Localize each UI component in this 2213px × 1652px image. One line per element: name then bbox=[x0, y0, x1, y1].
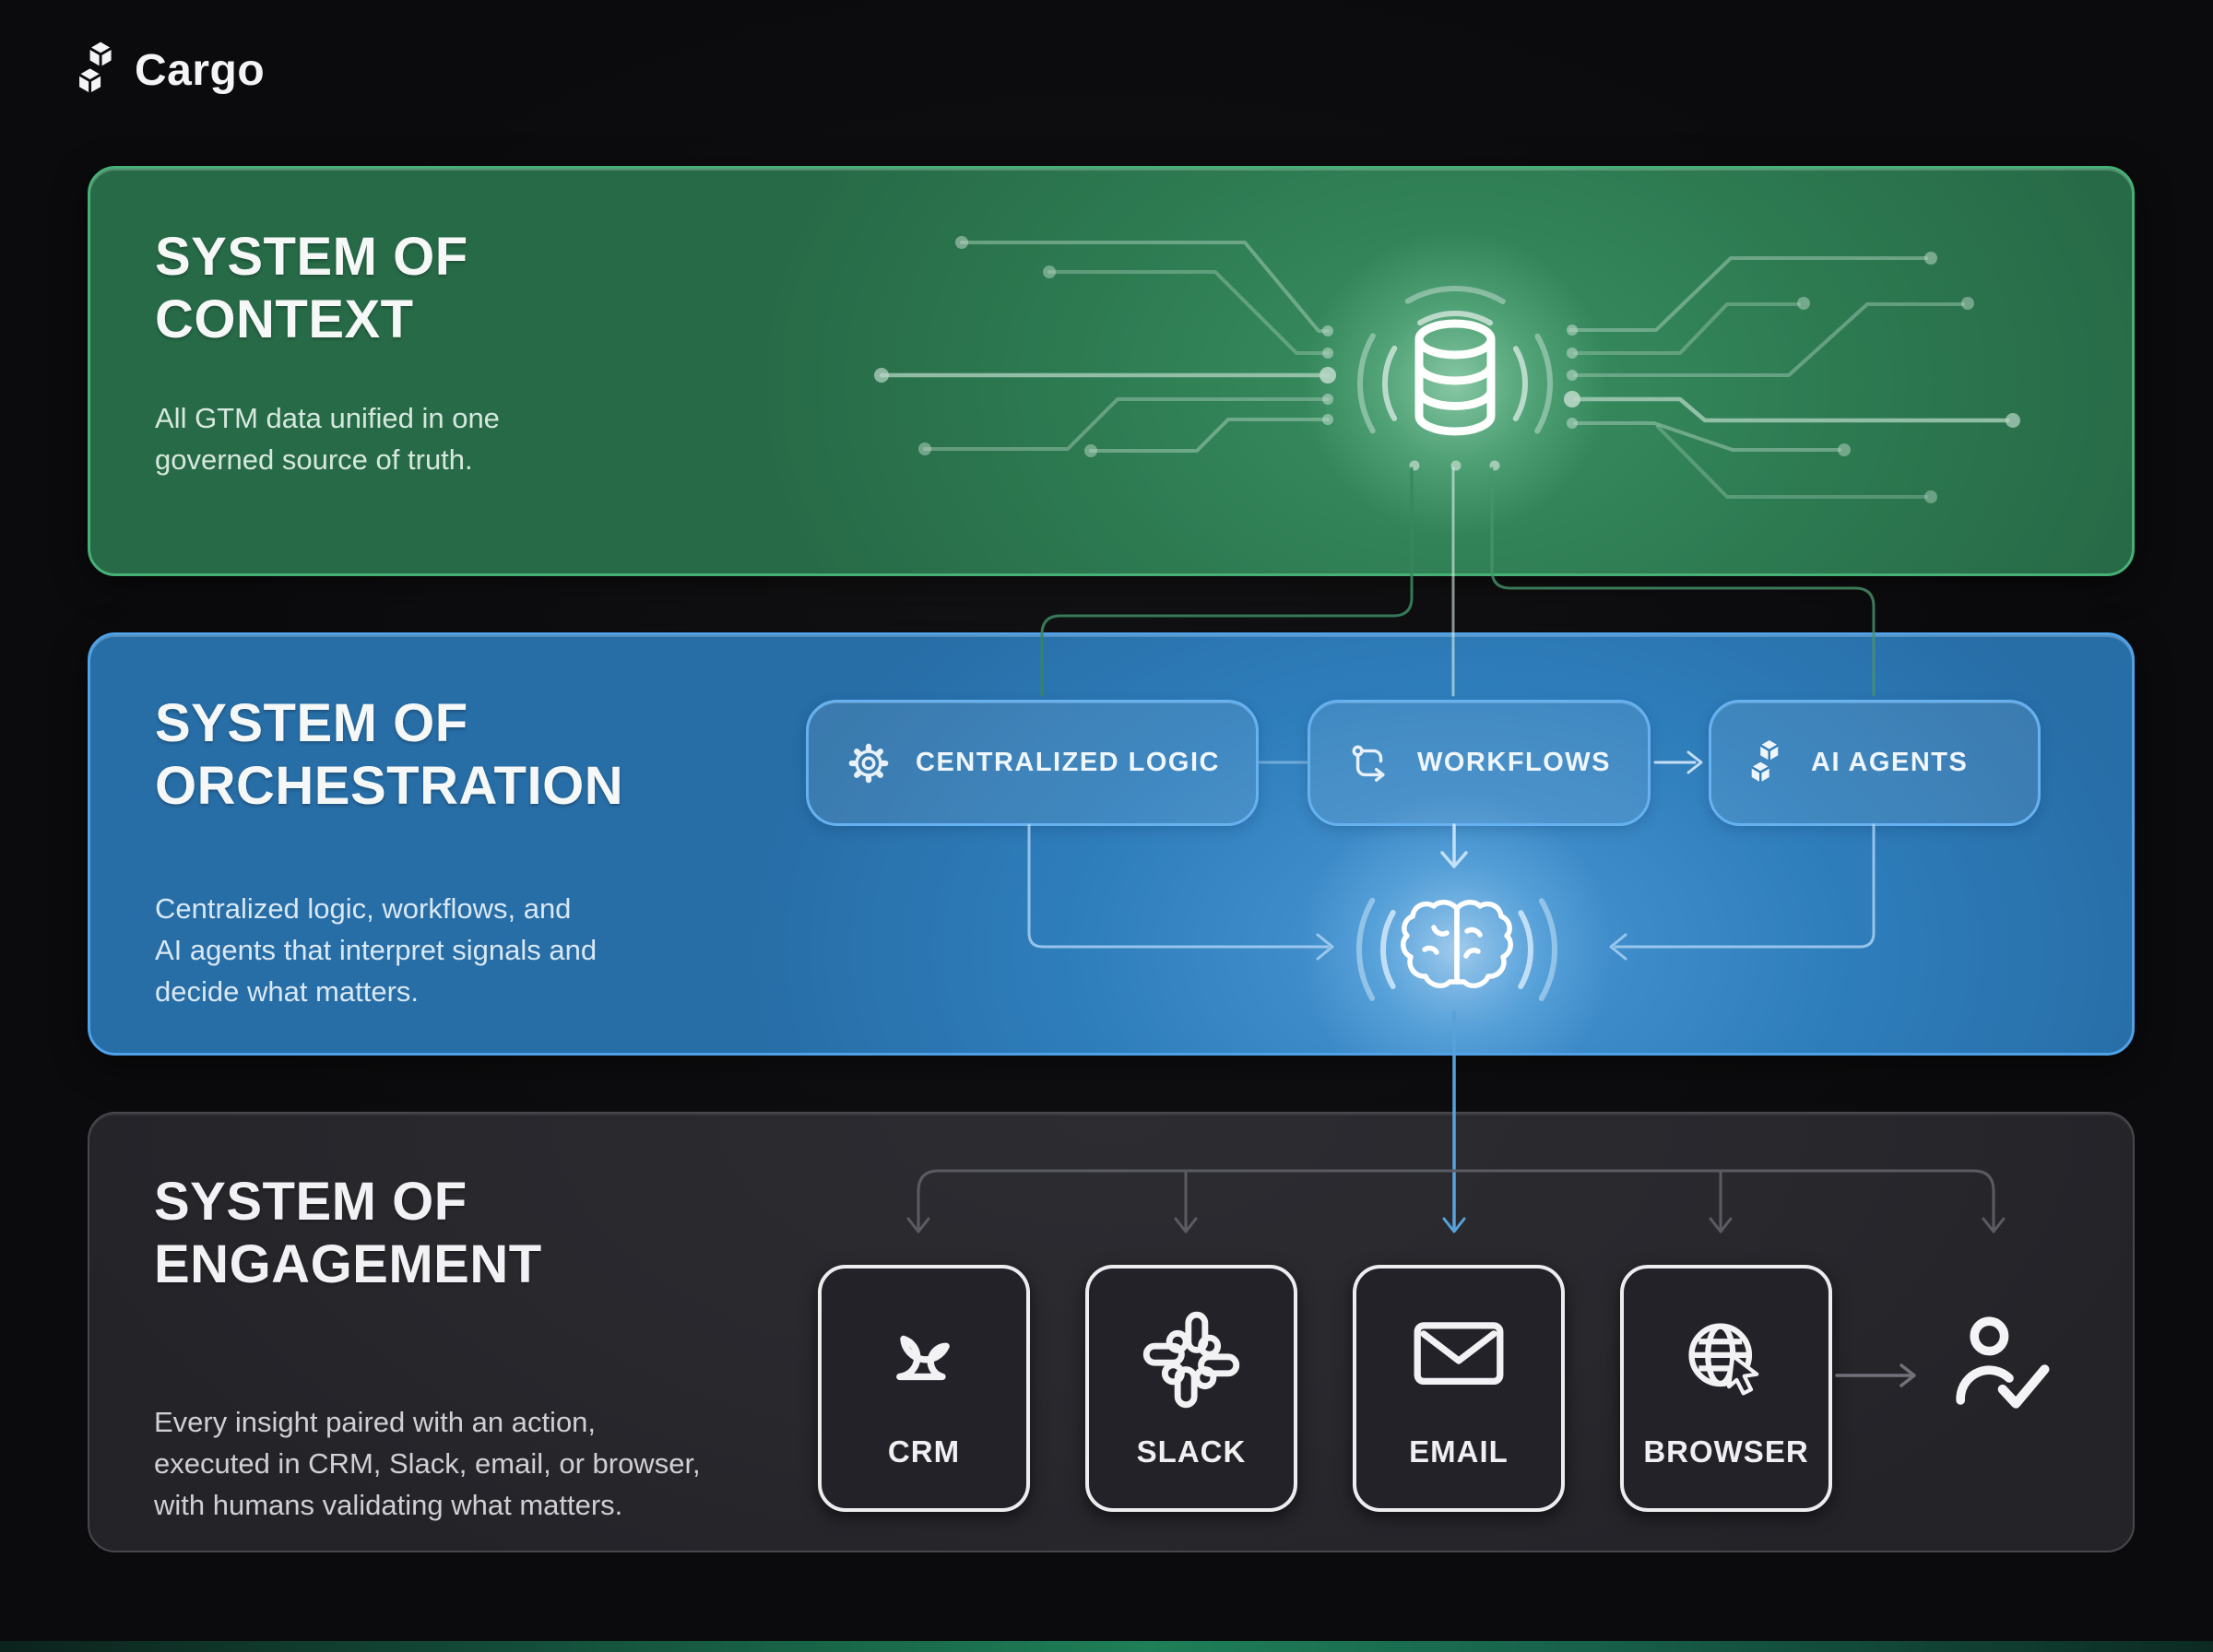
footer-gradient-bar bbox=[0, 1641, 2213, 1652]
cargo-boxes-icon bbox=[1750, 739, 1785, 787]
gear-icon bbox=[847, 742, 890, 785]
pill-ai-agents-label: AI AGENTS bbox=[1811, 748, 1969, 777]
orchestration-description: Centralized logic, workflows, and AI age… bbox=[155, 892, 598, 1008]
pill-centralized-logic: CENTRALIZED LOGIC bbox=[806, 700, 1259, 826]
engagement-description: Every insight paired with an action, exe… bbox=[154, 1406, 701, 1521]
card-browser-label: BROWSER bbox=[1643, 1434, 1809, 1469]
orchestration-title: SYSTEM OF ORCHESTRATION bbox=[155, 693, 624, 816]
panel-system-of-context: SYSTEM OF CONTEXT All GTM data unified i… bbox=[88, 166, 2135, 576]
card-slack-label: SLACK bbox=[1136, 1434, 1247, 1469]
database-icon bbox=[1414, 319, 1496, 436]
card-slack: SLACK bbox=[1085, 1265, 1297, 1512]
workflow-icon bbox=[1349, 742, 1391, 785]
card-email-label: EMAIL bbox=[1409, 1434, 1509, 1469]
pill-ai-agents: AI AGENTS bbox=[1709, 700, 2041, 826]
context-title: SYSTEM OF CONTEXT bbox=[155, 227, 468, 349]
card-crm-label: CRM bbox=[887, 1434, 961, 1469]
panel-system-of-engagement: SYSTEM OF ENGAGEMENT Every insight paire… bbox=[88, 1112, 2135, 1552]
cargo-logo-icon bbox=[77, 41, 120, 100]
brand-header: Cargo bbox=[77, 41, 265, 100]
pill-workflows: WORKFLOWS bbox=[1308, 700, 1651, 826]
pill-centralized-logic-label: CENTRALIZED LOGIC bbox=[916, 748, 1220, 777]
context-description: All GTM data unified in one governed sou… bbox=[155, 402, 500, 476]
cloud-icon bbox=[870, 1311, 977, 1388]
globe-cursor-icon bbox=[1678, 1311, 1774, 1407]
panel-system-of-orchestration: SYSTEM OF ORCHESTRATION Centralized logi… bbox=[88, 632, 2135, 1056]
card-browser: BROWSER bbox=[1620, 1265, 1832, 1512]
brain-icon bbox=[1401, 900, 1513, 988]
card-crm: CRM bbox=[818, 1265, 1030, 1512]
pill-arrow bbox=[1653, 750, 1703, 774]
user-check-icon bbox=[1943, 1298, 2065, 1436]
envelope-icon bbox=[1407, 1311, 1510, 1394]
slack-icon bbox=[1142, 1311, 1240, 1409]
pill-workflows-label: WORKFLOWS bbox=[1417, 748, 1612, 777]
engagement-title: SYSTEM OF ENGAGEMENT bbox=[154, 1172, 542, 1294]
card-email: EMAIL bbox=[1353, 1265, 1565, 1512]
brand-name: Cargo bbox=[135, 45, 266, 95]
